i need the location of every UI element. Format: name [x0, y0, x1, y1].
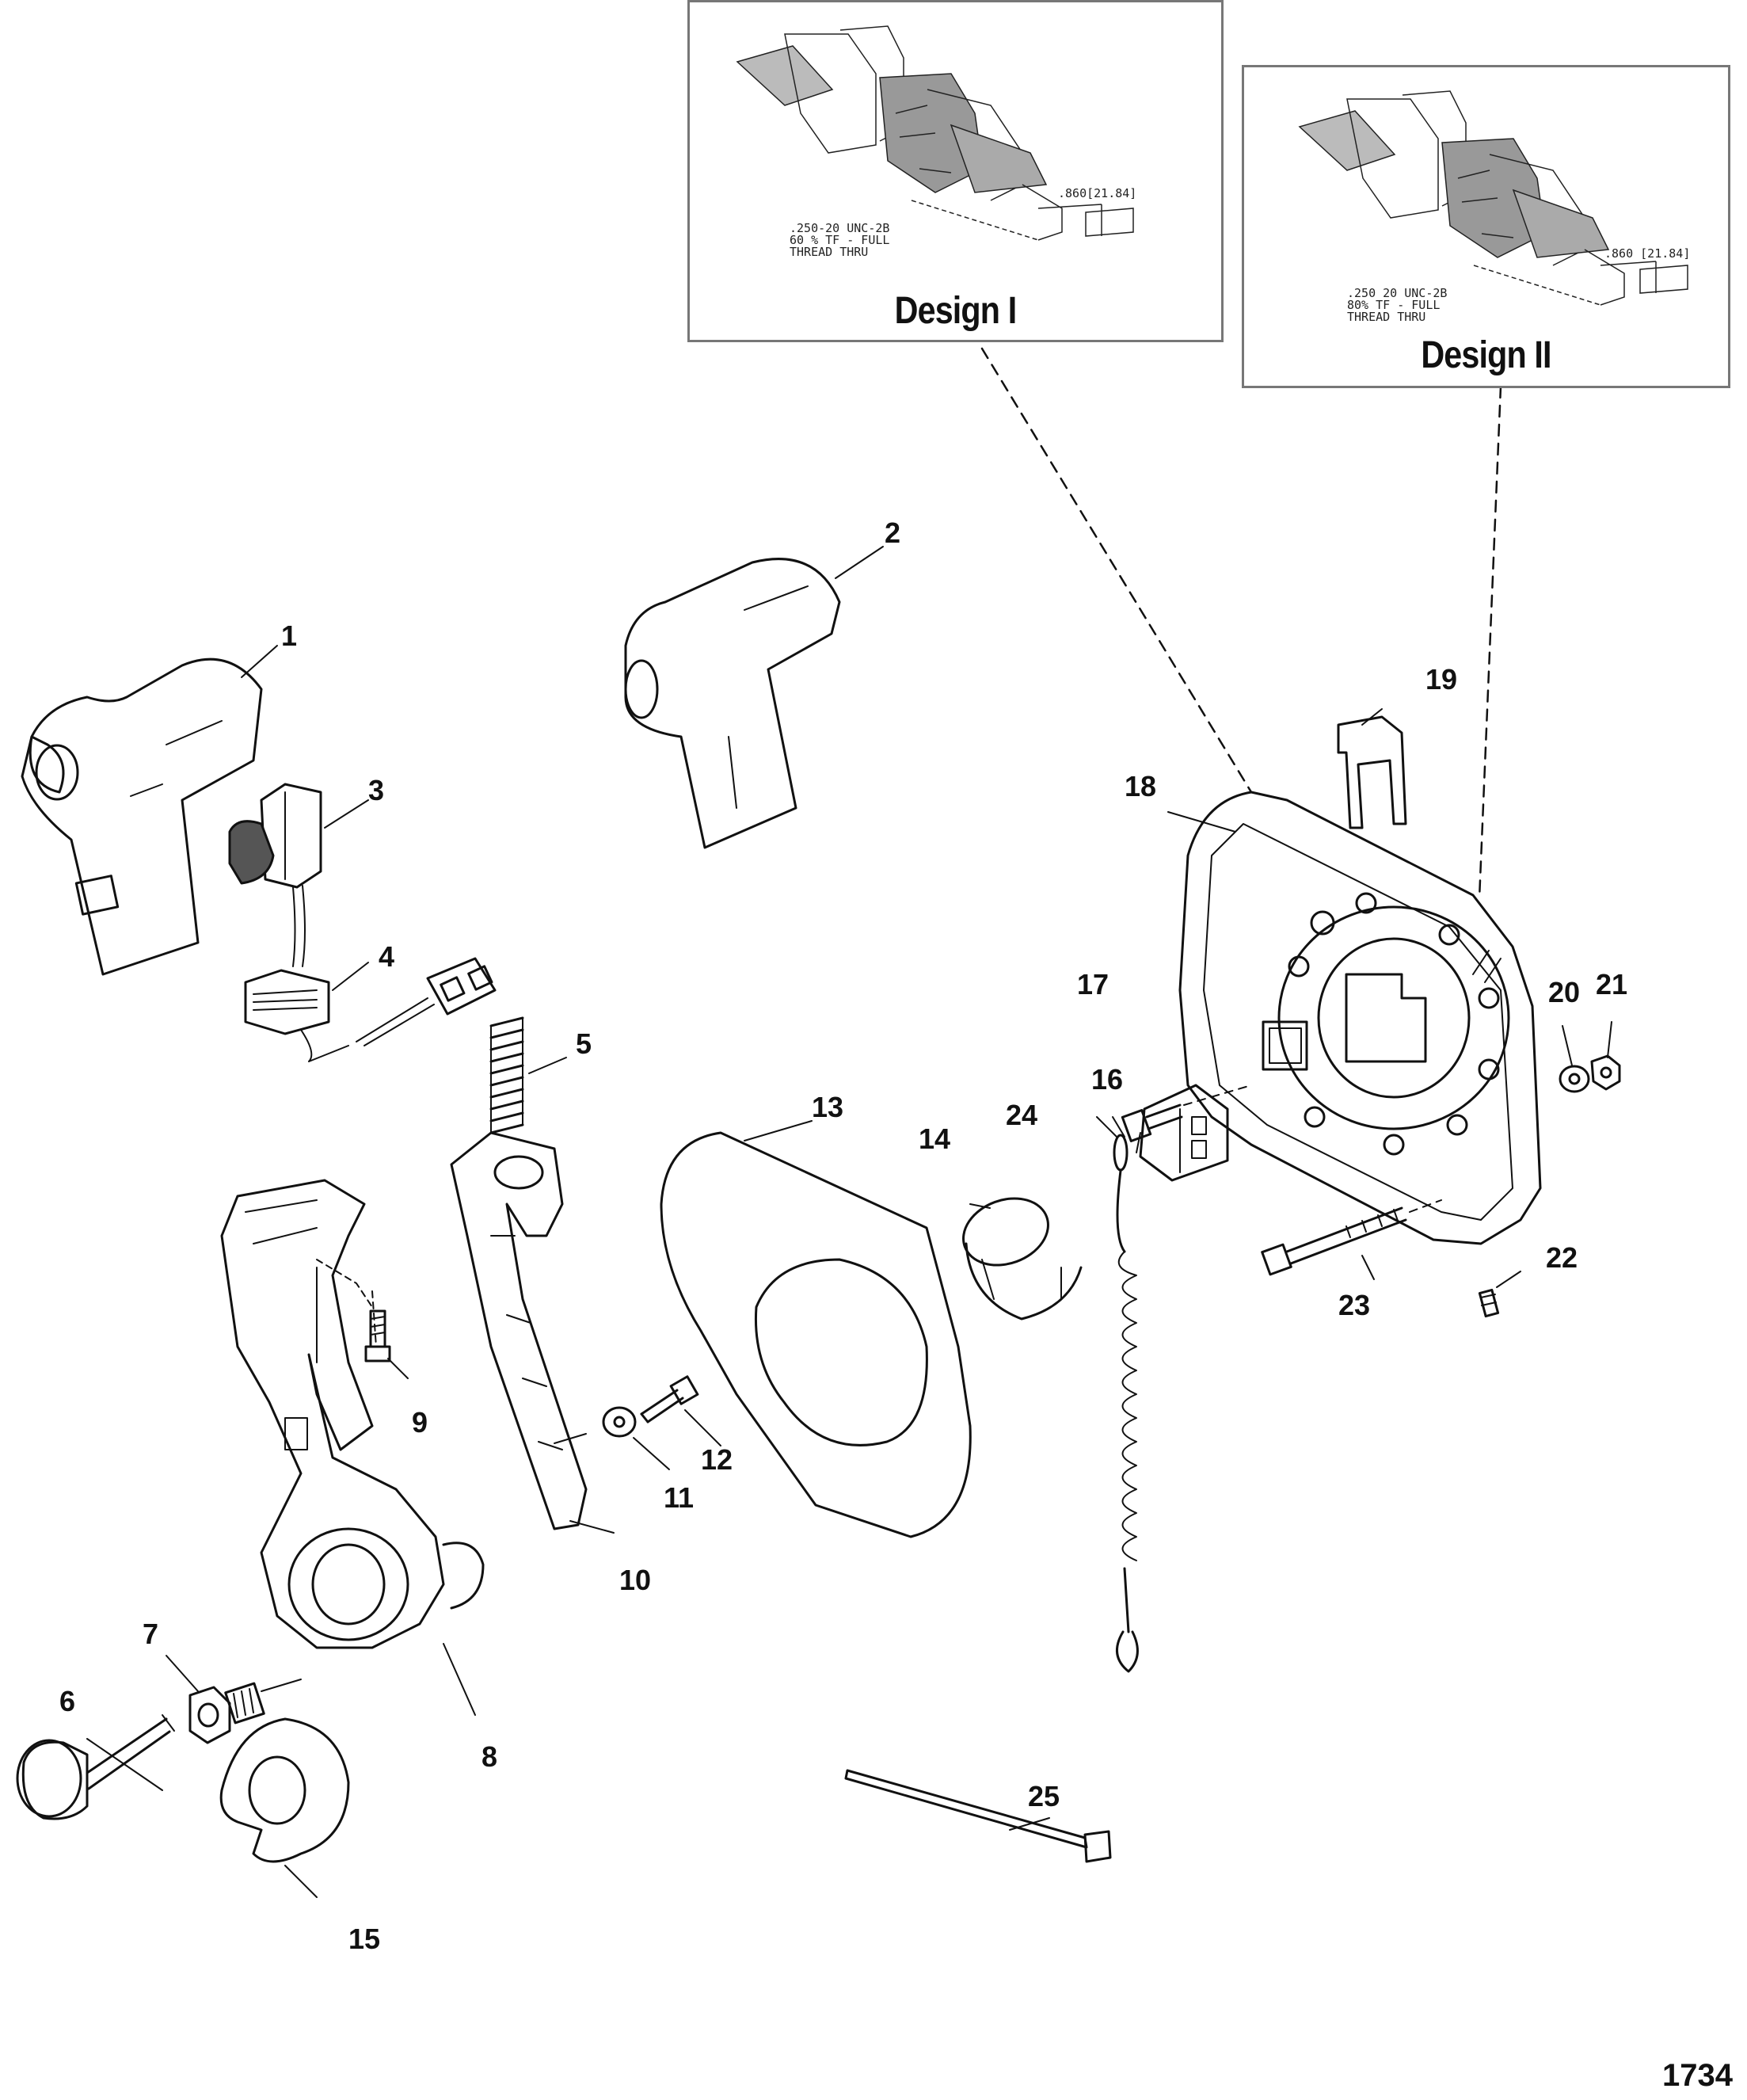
- part-25-cable-tie: [844, 1769, 1112, 1863]
- callout-2: 2: [885, 516, 900, 549]
- callout-leaders: [86, 546, 1612, 1898]
- part-5-spring: [489, 1016, 524, 1134]
- callout-18: 18: [1125, 770, 1156, 802]
- design-1-leader: [980, 347, 1253, 794]
- part-16-connector: [1139, 1084, 1229, 1182]
- part-21-nut: [1590, 1054, 1621, 1091]
- callout-6: 6: [59, 1685, 75, 1717]
- part-8-control-arm: [220, 1179, 485, 1649]
- part-10-lever-bracket: [450, 1131, 588, 1530]
- callout-1: 1: [281, 619, 297, 652]
- part-19-clip: [1337, 715, 1407, 829]
- part-4-connector-harness: [244, 957, 497, 1062]
- part-20-washer: [1559, 1065, 1590, 1093]
- design-2-inset: .250 20 UNC-2B 80% TF - FULL THREAD THRU…: [1242, 65, 1730, 388]
- figure-id: 1734: [1662, 2058, 1733, 2093]
- part-24-lanyard: [1113, 1134, 1139, 1673]
- design-1-dimension: .860[21.84]: [1058, 186, 1136, 200]
- part-23-long-bolt: [1261, 1199, 1442, 1276]
- callout-3: 3: [368, 774, 384, 806]
- part-17-bolt: [1121, 1084, 1252, 1142]
- callout-21: 21: [1596, 968, 1627, 1000]
- callout-24: 24: [1006, 1099, 1037, 1131]
- design-2-note-2: 80% TF - FULL: [1347, 298, 1440, 312]
- callout-7: 7: [143, 1618, 158, 1650]
- design-2-note-1: .250 20 UNC-2B: [1347, 286, 1447, 300]
- callout-13: 13: [812, 1091, 843, 1123]
- callout-4: 4: [379, 940, 394, 973]
- part-6-shaft-knob: [16, 1714, 175, 1820]
- callout-10: 10: [619, 1564, 651, 1596]
- part-3-switch: [228, 783, 322, 967]
- callout-8: 8: [481, 1740, 497, 1773]
- callout-15: 15: [348, 1923, 380, 1955]
- callout-11: 11: [664, 1481, 694, 1514]
- design-2-title: Design II: [1421, 334, 1551, 376]
- part-2-handle: [624, 558, 841, 849]
- callout-19: 19: [1425, 663, 1457, 696]
- design-1-note-3: THREAD THRU: [790, 245, 868, 259]
- callout-17: 17: [1077, 968, 1109, 1000]
- part-1-handle: [21, 657, 263, 976]
- design-1-section-drawing: .250-20 UNC-2B 60 % TF - FULL THREAD THR…: [736, 25, 1136, 259]
- part-12-bolt: [640, 1375, 699, 1424]
- part-22-set-screw: [1478, 1288, 1500, 1318]
- callout-23: 23: [1338, 1289, 1370, 1321]
- part-14-bushing: [962, 1197, 1083, 1321]
- part-15-washer-plate: [219, 1717, 350, 1863]
- callout-12: 12: [701, 1443, 733, 1476]
- callout-22: 22: [1546, 1241, 1578, 1274]
- design-1-note-2: 60 % TF - FULL: [790, 233, 889, 247]
- design-2-dimension: .860 [21.84]: [1604, 246, 1690, 261]
- callout-25: 25: [1028, 1780, 1060, 1812]
- part-9-screw: [364, 1290, 391, 1363]
- design-1-inset: .250-20 UNC-2B 60 % TF - FULL THREAD THR…: [687, 0, 1224, 342]
- design-2-section-drawing: .250 20 UNC-2B 80% TF - FULL THREAD THRU…: [1298, 90, 1690, 324]
- callout-16: 16: [1091, 1063, 1123, 1096]
- part-11-washer: [554, 1406, 637, 1444]
- part-7-nut: [188, 1679, 302, 1744]
- part-18-housing: [1178, 791, 1542, 1245]
- design-1-title: Design I: [894, 290, 1018, 332]
- callout-14: 14: [919, 1122, 950, 1155]
- design-2-note-3: THREAD THRU: [1347, 310, 1425, 324]
- design-1-note-1: .250-20 UNC-2B: [790, 221, 889, 235]
- design-2-leader: [1478, 385, 1502, 901]
- callout-5: 5: [576, 1027, 592, 1060]
- part-13-cover-plate: [660, 1131, 972, 1538]
- callout-9: 9: [412, 1406, 428, 1439]
- callout-20: 20: [1548, 976, 1580, 1008]
